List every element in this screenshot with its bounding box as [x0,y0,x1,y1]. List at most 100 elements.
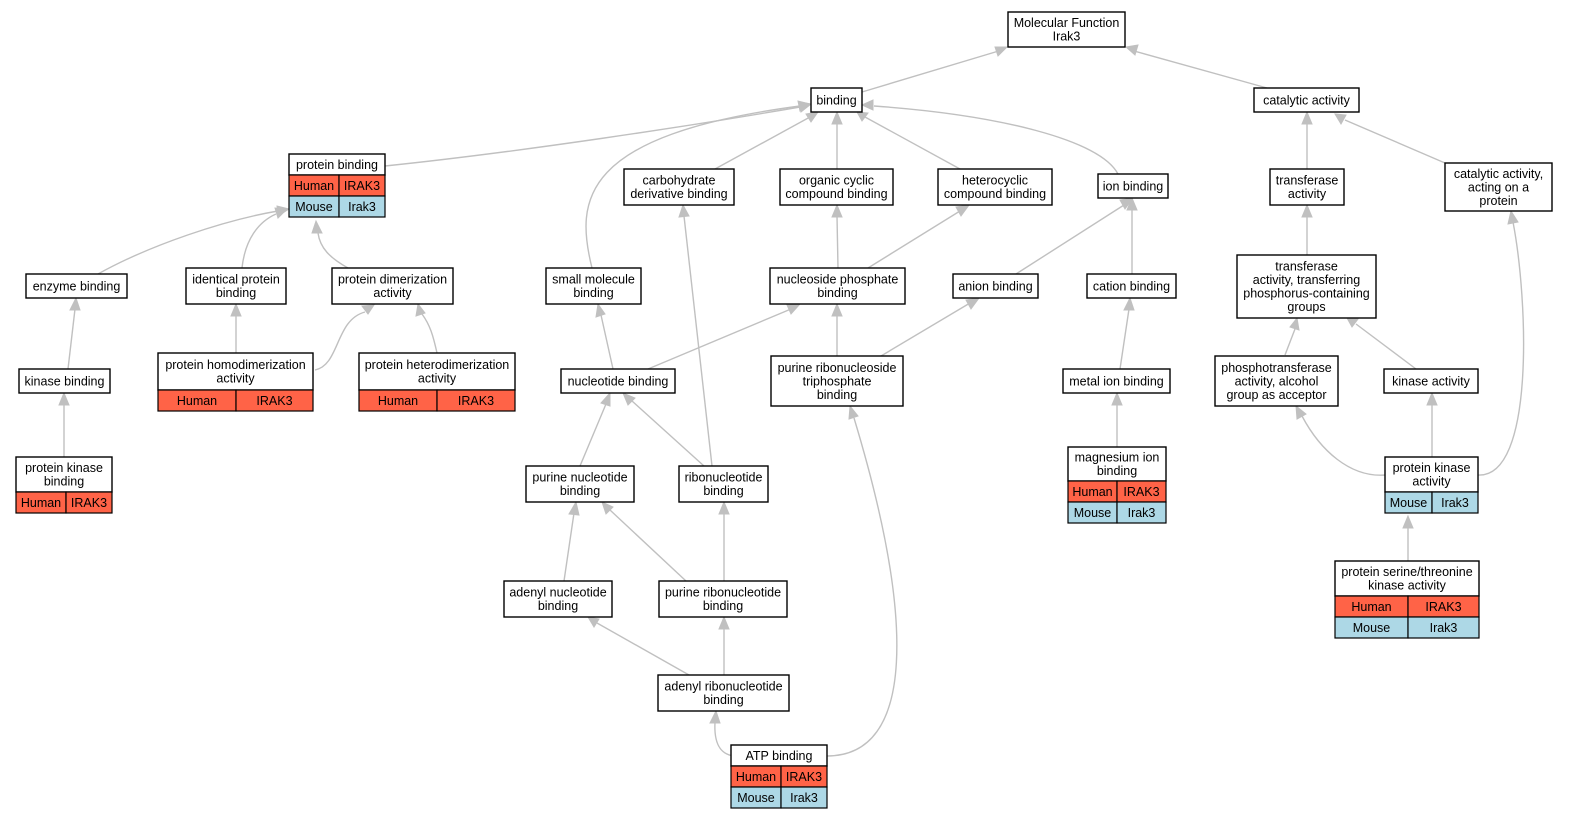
term-box [657,674,790,712]
edge-line [1133,50,1268,89]
term-node-enzbind[interactable]: enzyme binding [25,273,128,299]
term-label: ion binding [1103,179,1164,193]
edge-line [1301,415,1387,476]
term-label: kinase binding [25,374,105,388]
term-label: group as acceptor [1226,388,1326,402]
edge-line [585,105,801,269]
gene-label: Irak3 [790,791,818,805]
term-box [952,273,1039,299]
edge [1284,316,1300,356]
edge [579,391,611,467]
term-node-ionbind[interactable]: ion binding [1097,173,1169,199]
gene-cell [338,195,386,218]
edge [856,111,961,170]
edge-arrowhead [595,302,606,318]
edge [601,501,687,582]
edge-arrowhead [69,296,81,311]
edge-line [873,105,1119,175]
edge [1426,391,1438,457]
term-label: adenyl ribonucleotide [664,680,782,694]
term-label: catalytic activity, [1454,167,1543,181]
edge [1301,110,1313,169]
term-label: binding [703,599,743,613]
term-node-cation[interactable]: cation binding [1086,273,1177,299]
edge-arrowhead [709,709,721,724]
term-box [185,267,287,305]
edge-arrowhead [678,203,690,218]
term-node-kinbind[interactable]: kinase binding [18,368,111,394]
edge-arrowhead [1426,391,1438,406]
term-box [779,168,894,206]
term-node-binding[interactable]: binding [810,87,863,113]
edge [860,99,1119,175]
species-label: Mouse [1074,506,1112,520]
edge-arrowhead [568,500,580,516]
edge-arrowhead [860,99,874,111]
term-label: binding [703,693,743,707]
edge-arrowhead [311,219,323,234]
gene-cell [780,786,828,809]
edge-line [836,215,839,269]
edge [563,500,580,582]
term-label: binding [538,599,578,613]
edge-arrowhead [1119,197,1135,210]
edge [1124,44,1268,89]
term-box [25,273,128,299]
edge-line [314,311,366,371]
term-label: purine ribonucleoside [778,361,897,375]
term-node-kinact[interactable]: kinase activity [1383,368,1479,394]
edge-layer [58,44,1525,757]
term-node-nucleotide[interactable]: nucleotide binding [560,368,676,394]
term-label: triphosphate [803,374,872,388]
edge [1126,196,1138,274]
edge-line [867,210,961,269]
term-box [658,580,788,618]
term-node-catalytic[interactable]: catalytic activity [1253,87,1360,113]
edge-line [97,210,279,275]
edge-arrowhead [274,207,289,219]
term-label: nucleotide binding [568,374,669,388]
term-box [1086,273,1177,299]
species-label: Human [378,394,418,408]
species-label: Human [1351,600,1391,614]
edge [384,101,813,167]
edge [1402,514,1414,561]
term-label: protein dimerization [338,273,447,287]
term-label: binding [44,475,84,489]
edge [595,302,614,370]
term-box [810,87,863,113]
term-node-anion[interactable]: anion binding [952,273,1039,299]
edge [67,296,81,370]
term-node-metalion[interactable]: metal ion binding [1062,368,1171,394]
term-box [157,352,314,391]
edge-arrowhead [831,110,843,125]
edge-line [864,116,961,170]
edge-line [563,512,575,582]
